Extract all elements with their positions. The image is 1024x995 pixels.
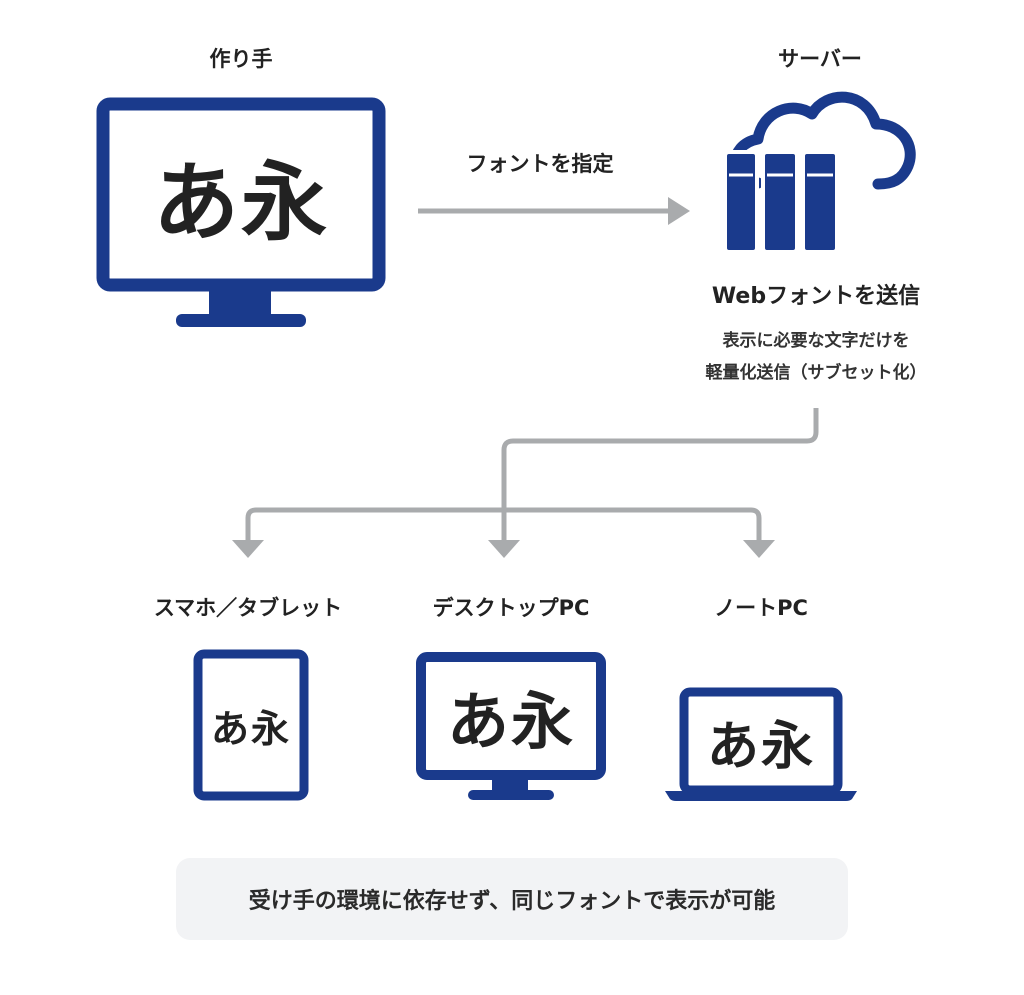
creator-label: 作り手 bbox=[209, 47, 273, 71]
laptop-icon bbox=[665, 687, 857, 801]
server-label: サーバー bbox=[778, 47, 862, 71]
arrow-to-server bbox=[418, 197, 690, 225]
desktop-pc-icon bbox=[416, 652, 606, 800]
note-box: 受け手の環境に依存せず、同じフォントで表示が可能 bbox=[176, 858, 848, 940]
arrow-to-server-label: フォントを指定 bbox=[466, 152, 614, 176]
cloud-server-icon bbox=[723, 91, 916, 254]
laptop-screen-text: あ永 bbox=[706, 716, 815, 777]
creator-monitor-icon bbox=[96, 97, 386, 327]
receiver-label-laptop: ノートPC bbox=[714, 596, 808, 620]
receiver-label-tablet: スマホ／タブレット bbox=[153, 596, 343, 620]
receiver-label-desktop: デスクトップPC bbox=[432, 596, 590, 620]
distribution-arrowheads bbox=[232, 540, 775, 558]
server-send-label: Webフォントを送信 bbox=[711, 284, 921, 309]
server-description-line2: 軽量化送信（サブセット化） bbox=[705, 363, 927, 383]
tablet-icon bbox=[193, 649, 309, 801]
note-text: 受け手の環境に依存せず、同じフォントで表示が可能 bbox=[248, 889, 776, 914]
desktop-screen-text: あ永 bbox=[446, 685, 575, 758]
creator-screen-text: あ永 bbox=[153, 153, 329, 253]
server-description-line1: 表示に必要な文字だけを bbox=[722, 331, 910, 351]
tablet-screen-text: あ永 bbox=[210, 706, 291, 751]
distribution-arrows bbox=[245, 408, 819, 540]
